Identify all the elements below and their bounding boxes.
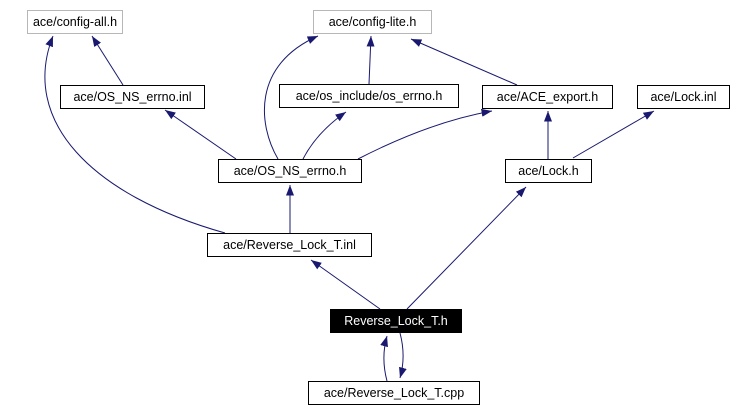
edge-os-ns-errno-h-to-os-ns-errno-inl	[164, 109, 237, 160]
edge-os-include-os-errno-to-config-lite	[366, 35, 375, 85]
edge-os-ns-errno-h-to-config-lite	[264, 35, 319, 160]
node-ace-lock-inl[interactable]: ace/Lock.inl	[637, 85, 730, 109]
node-ace-os-include-os-errno-h[interactable]: ace/os_include/os_errno.h	[279, 84, 459, 108]
node-ace-reverse-lock-t-cpp[interactable]: ace/Reverse_Lock_T.cpp	[308, 381, 480, 405]
node-ace-lock-h[interactable]: ace/Lock.h	[505, 159, 592, 183]
edge-reverse-lock-t-cpp-to-reverse-lock-t-h	[380, 335, 388, 382]
node-ace-ace-export-h[interactable]: ace/ACE_export.h	[482, 85, 613, 109]
edge-lock-h-to-lock-inl	[572, 110, 655, 159]
edge-ace-export-to-config-lite	[410, 38, 518, 86]
edge-reverse-lock-t-h-to-reverse-lock-t-cpp	[399, 332, 407, 379]
edge-os-ns-errno-h-to-os-include-os-errno	[302, 111, 347, 160]
node-ace-config-lite-h[interactable]: ace/config-lite.h	[313, 10, 432, 34]
edge-os-ns-errno-inl-to-config-all	[91, 35, 124, 86]
node-ace-os-ns-errno-inl[interactable]: ace/OS_NS_errno.inl	[60, 85, 205, 109]
node-reverse-lock-t-h-current: Reverse_Lock_T.h	[330, 309, 462, 333]
edge-reverse-lock-t-inl-to-config-all	[44, 35, 226, 234]
edge-reverse-lock-t-h-to-lock-h	[406, 186, 527, 310]
node-ace-reverse-lock-t-inl[interactable]: ace/Reverse_Lock_T.inl	[207, 233, 372, 257]
edge-os-ns-errno-h-to-ace-export	[357, 108, 493, 160]
edge-reverse-lock-t-h-to-reverse-lock-t-inl	[310, 259, 381, 310]
node-ace-os-ns-errno-h[interactable]: ace/OS_NS_errno.h	[218, 159, 362, 183]
node-ace-config-all-h[interactable]: ace/config-all.h	[27, 10, 123, 34]
